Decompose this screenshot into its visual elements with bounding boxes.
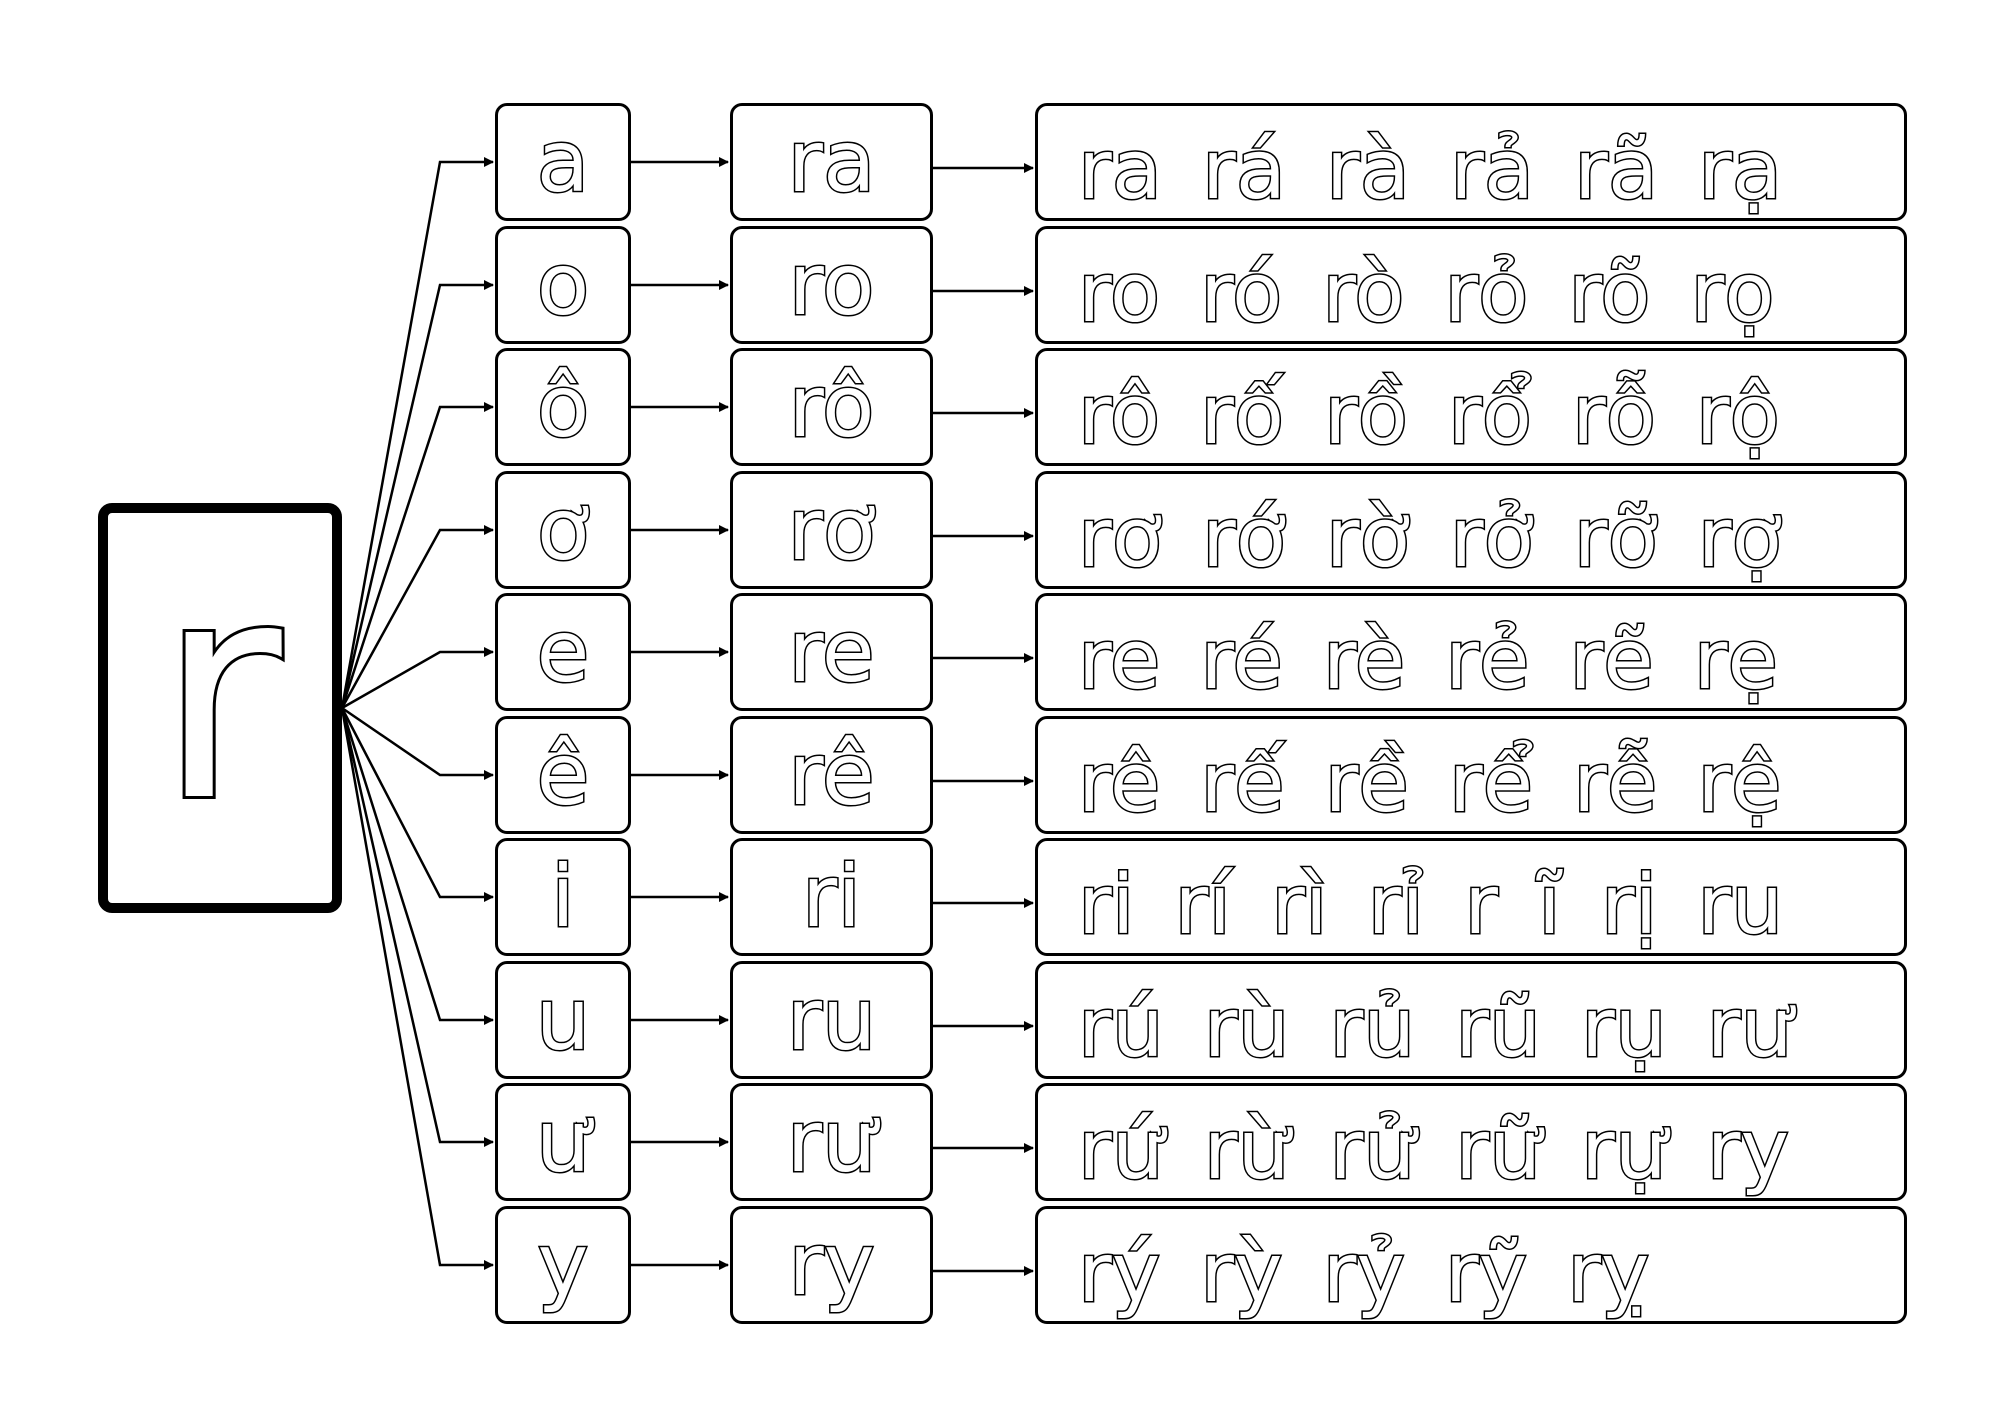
syllable-box: rư — [730, 1083, 933, 1201]
fan-arrow — [340, 402, 494, 709]
tone-variants-text: rô rố rồ rổ rỗ rộ — [1077, 368, 1782, 463]
tone-variants-text: rý rỳ rỷ rỹ rỵ — [1077, 1226, 1651, 1321]
vowel-letter: i — [550, 847, 577, 947]
tone-variants-box: rơ rớ rờ rở rỡ rợ — [1035, 471, 1907, 589]
syllable-text: rê — [787, 725, 876, 825]
vowel-letter: ô — [535, 357, 591, 457]
tone-variants-text: ro ró rò rỏ rõ rọ — [1077, 246, 1776, 341]
syllable-text: rô — [787, 357, 876, 457]
vowel-letter: y — [536, 1215, 590, 1315]
consonant-letter: r — [155, 518, 284, 867]
syllable-box: rơ — [730, 471, 933, 589]
syllable-box: ro — [730, 226, 933, 344]
syllable-box: ra — [730, 103, 933, 221]
tone-variants-box: rú rù rủ rũ rụ rư — [1035, 961, 1907, 1079]
tone-variants-text: ra rá rà rả rã rạ — [1077, 123, 1784, 218]
syllable-box: re — [730, 593, 933, 711]
tone-variants-box: ri rí rì rỉ r ĩ rị ru — [1035, 838, 1907, 956]
syllable-text: re — [787, 602, 876, 702]
syllable-text: ri — [800, 847, 862, 947]
syllable-box: ru — [730, 961, 933, 1079]
tone-variants-box: re ré rè rẻ rẽ rẹ — [1035, 593, 1907, 711]
syllable-box: ri — [730, 838, 933, 956]
tone-variants-box: rứ rừ rử rữ rự ry — [1035, 1083, 1907, 1201]
vowel-box: o — [495, 226, 631, 344]
fan-arrow — [340, 707, 494, 902]
vowel-letter: ơ — [535, 480, 591, 580]
syllable-box: rê — [730, 716, 933, 834]
syllable-text: ru — [785, 970, 878, 1070]
tone-variants-text: rứ rừ rử rữ rự ry — [1077, 1103, 1791, 1198]
vowel-letter: a — [535, 112, 591, 212]
tone-variants-text: rê rế rề rể rễ rệ — [1077, 736, 1784, 831]
vowel-box: a — [495, 103, 631, 221]
vowel-letter: ư — [534, 1092, 592, 1192]
tone-variants-box: rý rỳ rỷ rỹ rỵ — [1035, 1206, 1907, 1324]
fan-arrow — [340, 157, 494, 709]
vowel-letter: e — [535, 602, 591, 702]
fan-arrow — [340, 525, 494, 709]
fan-arrow — [340, 707, 494, 1270]
vowel-box: ư — [495, 1083, 631, 1201]
vowel-box: ê — [495, 716, 631, 834]
vowel-box: y — [495, 1206, 631, 1324]
syllable-box: ry — [730, 1206, 933, 1324]
vowel-box: ô — [495, 348, 631, 466]
tone-variants-text: rơ rớ rờ rở rỡ rợ — [1077, 491, 1784, 586]
tone-variants-box: ra rá rà rả rã rạ — [1035, 103, 1907, 221]
vowel-letter: o — [535, 235, 591, 335]
vowel-letter: ê — [535, 725, 591, 825]
vowel-box: i — [495, 838, 631, 956]
syllable-text: ro — [787, 235, 876, 335]
tone-variants-box: ro ró rò rỏ rõ rọ — [1035, 226, 1907, 344]
syllable-text: ra — [786, 112, 877, 212]
syllable-text: rơ — [786, 480, 877, 580]
vowel-box: e — [495, 593, 631, 711]
tone-variants-text: re ré rè rẻ rẽ rẹ — [1077, 613, 1780, 708]
tone-variants-box: rê rế rề rể rễ rệ — [1035, 716, 1907, 834]
fan-arrow — [341, 706, 494, 780]
syllable-box: rô — [730, 348, 933, 466]
tone-variants-text: rú rù rủ rũ rụ rư — [1077, 981, 1794, 1076]
fan-arrow — [340, 707, 494, 1025]
fan-arrow — [340, 280, 494, 709]
vowel-box: ơ — [495, 471, 631, 589]
vowel-box: u — [495, 961, 631, 1079]
consonant-box: r — [98, 503, 342, 913]
syllable-text: ry — [787, 1215, 876, 1315]
syllable-text: rư — [785, 1092, 878, 1192]
fan-arrow — [341, 647, 494, 710]
fan-arrow — [340, 707, 494, 1147]
vowel-letter: u — [534, 970, 592, 1070]
tone-variants-box: rô rố rồ rổ rỗ rộ — [1035, 348, 1907, 466]
tone-variants-text: ri rí rì rỉ r ĩ rị ru — [1077, 858, 1785, 953]
